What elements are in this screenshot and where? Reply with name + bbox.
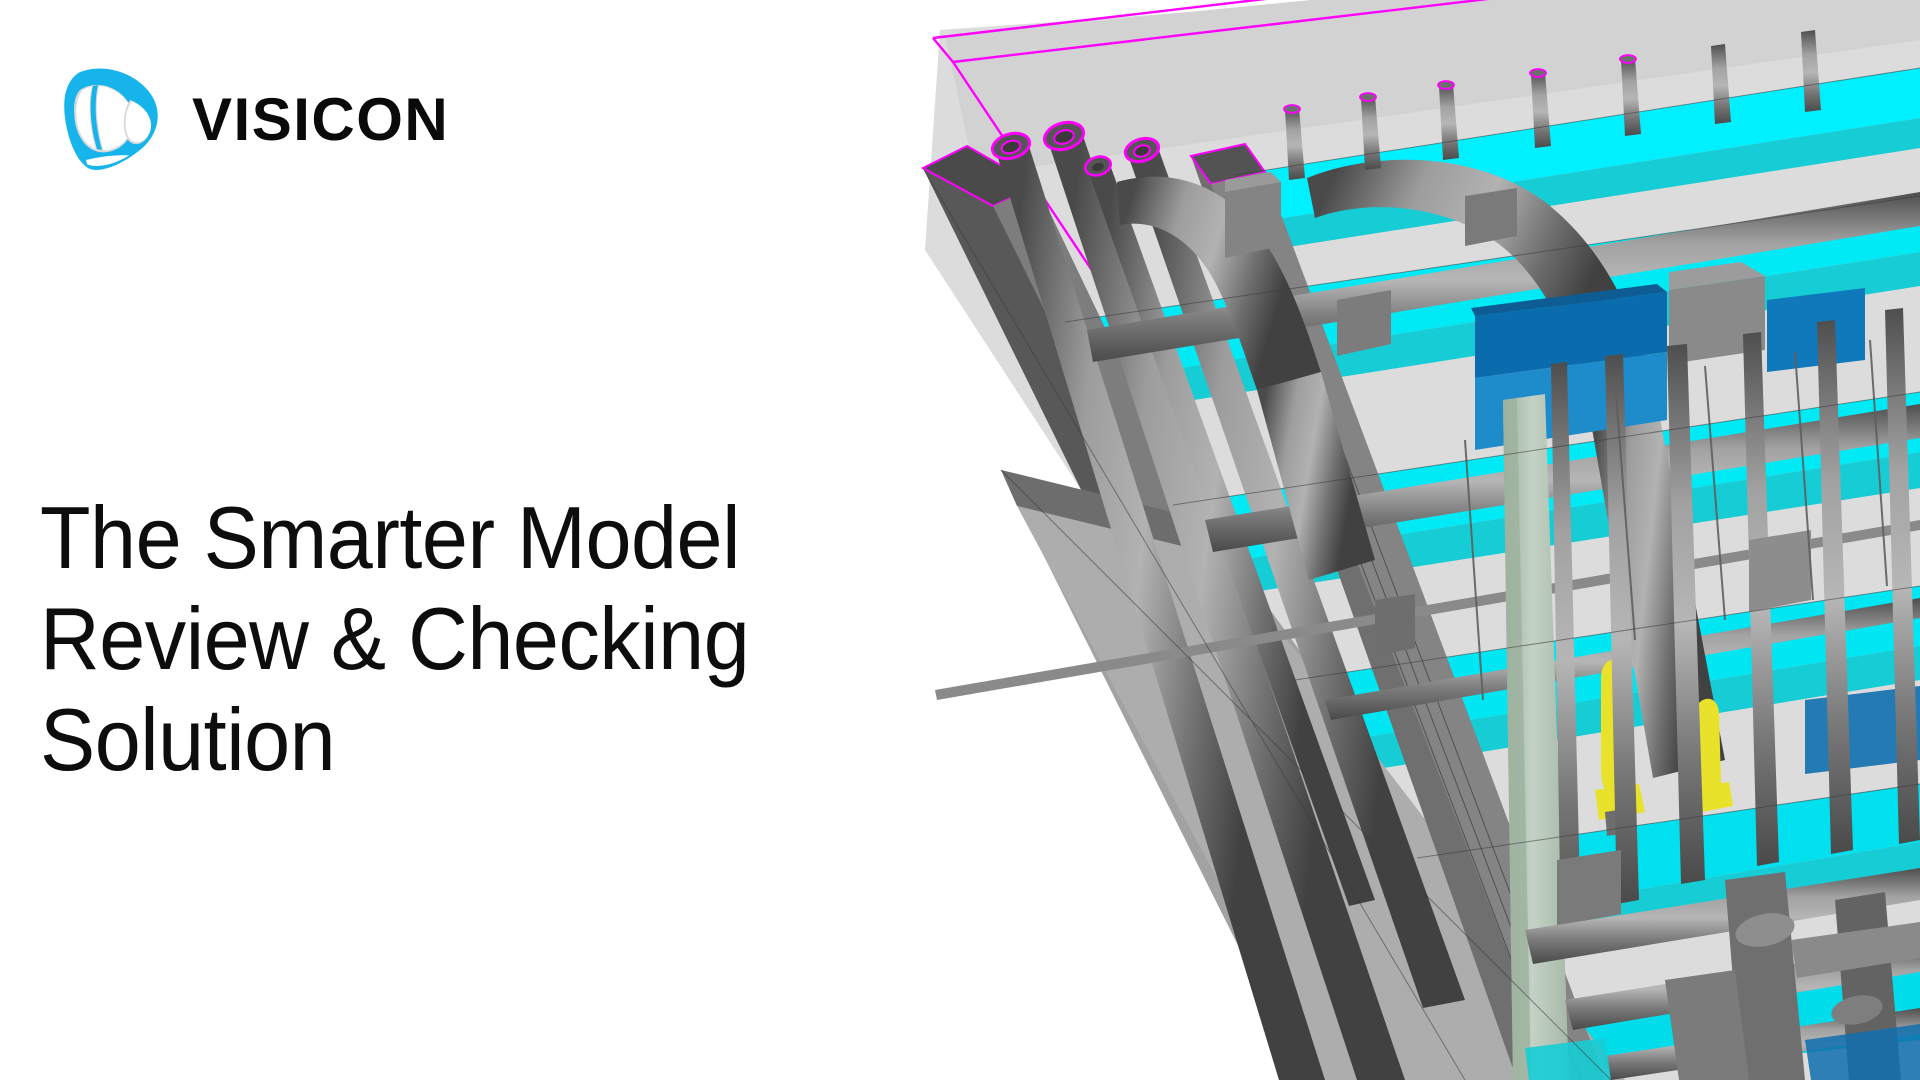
hanger-rods <box>1464 339 1888 701</box>
bim-model-3d-view <box>905 0 1920 1080</box>
headline-line-2: Review & Checking <box>40 588 750 688</box>
brand-lockup: VISICON <box>46 60 449 180</box>
lower-mep-cluster <box>1525 868 1920 1080</box>
page-title: The Smarter Model Review & Checking Solu… <box>40 488 886 790</box>
visicon-logo-icon <box>64 68 158 170</box>
geometry-edge-lines <box>922 67 1920 1080</box>
equipment-boxes <box>1225 172 1811 926</box>
headline-line-3: Solution <box>40 689 336 789</box>
green-structural-column <box>1503 394 1569 1080</box>
bim-model-render <box>920 0 1920 1080</box>
headline-line-1: The Smarter Model <box>40 488 740 587</box>
brand-wordmark: VISICON <box>192 86 450 153</box>
vertical-drop-pipes <box>1551 308 1920 934</box>
